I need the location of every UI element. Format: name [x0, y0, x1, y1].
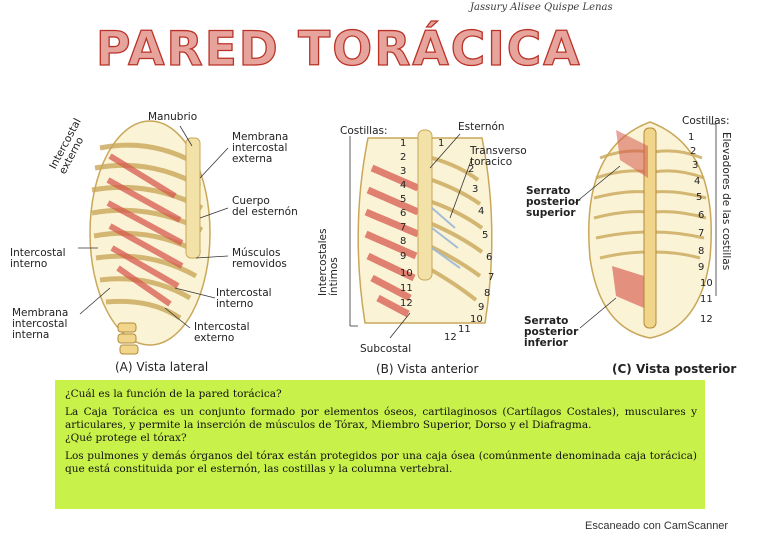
- rib-number-right: 3: [472, 184, 479, 195]
- rib-number-posterior: 2: [690, 146, 697, 157]
- label-intercostales-intimos: Intercostales íntimos: [317, 228, 340, 296]
- label-esternon: Esternón: [458, 121, 505, 133]
- rib-number-right: 8: [484, 288, 491, 299]
- rib-number-left: 6: [400, 208, 407, 219]
- label-subcostal: Subcostal: [360, 343, 412, 355]
- page-title: PARED TORÁCICA: [95, 21, 582, 77]
- rib-number-right: 7: [488, 272, 495, 283]
- label-serrato-posterior-superior: Serrato posterior superior: [526, 185, 581, 219]
- rib-number-left: 2: [400, 152, 407, 163]
- rib-number-posterior: 4: [694, 176, 701, 187]
- rib-number-posterior: 7: [698, 228, 705, 239]
- rib-number-posterior: 1: [688, 132, 695, 143]
- rib-number-right: 6: [486, 252, 493, 263]
- rib-number-posterior: 9: [698, 262, 705, 273]
- label-transverso-toracico: Transverso toracico: [470, 145, 527, 168]
- rib-number-posterior: 3: [692, 160, 699, 171]
- rib-number-left: 5: [400, 194, 407, 205]
- label-membrana-intercostal-externa: Membrana intercostal externa: [232, 131, 289, 165]
- rib-number-right: 11: [458, 324, 471, 335]
- rib-number-left: 8: [400, 236, 407, 247]
- label-intercostal-interno-left: Intercostal interno: [10, 247, 66, 270]
- question-funcion: ¿Cuál es la función de la pared torácica…: [65, 388, 282, 400]
- question-protege: ¿Qué protege el tórax?: [65, 432, 187, 444]
- label-costillas-posterior: Costillas:: [682, 115, 730, 127]
- qa-highlight-box: ¿Cuál es la función de la pared torácica…: [55, 380, 705, 509]
- answer-protege: Los pulmones y demás órganos del tórax e…: [65, 450, 697, 475]
- label-elevadores-costillas: Elevadores de las costillas: [720, 132, 732, 271]
- caption-posterior-view: (C) Vista posterior: [612, 362, 737, 376]
- rib-number-left: 7: [400, 222, 407, 233]
- label-serrato-posterior-inferior: Serrato posterior inferior: [524, 315, 579, 349]
- caption-anterior-view: (B) Vista anterior: [376, 362, 479, 376]
- label-costillas-anterior: Costillas:: [340, 125, 388, 137]
- rib-number-posterior: 10: [700, 278, 713, 289]
- rib-number-left: 9: [400, 251, 407, 262]
- rib-number-left: 3: [400, 166, 407, 177]
- rib-number-right: 1: [438, 138, 445, 149]
- rib-number-left: 1: [400, 138, 407, 149]
- rib-number-right: 10: [470, 314, 483, 325]
- label-intercostal-externo-bottom: Intercostal externo: [194, 321, 250, 344]
- label-intercostal-interno-right: Intercostal interno: [216, 287, 272, 310]
- rib-number-left: 11: [400, 283, 413, 294]
- rib-number-posterior: 5: [696, 192, 703, 203]
- rib-number-posterior: 8: [698, 246, 705, 257]
- rib-number-right: 5: [482, 230, 489, 241]
- rib-number-posterior: 12: [700, 314, 713, 325]
- rib-number-right: 12: [444, 332, 457, 343]
- label-manubrio: Manubrio: [148, 111, 198, 123]
- label-membrana-intercostal-interna: Membrana intercostal interna: [12, 307, 69, 341]
- rib-number-right: 9: [478, 302, 485, 313]
- answer-funcion: La Caja Torácica es un conjunto formado …: [65, 406, 697, 431]
- label-musculos-removidos: Músculos removidos: [232, 247, 287, 270]
- ribcage-lateral-illustration: [78, 120, 229, 355]
- figure-anterior-view: Costillas: Esternón Transverso toracico …: [310, 108, 540, 378]
- label-cuerpo-esternon: Cuerpo del esternón: [232, 195, 298, 218]
- figure-posterior-view: Costillas: Elevadores de las costillas S…: [520, 108, 768, 378]
- rib-number-posterior: 11: [700, 294, 713, 305]
- caption-lateral-view: (A) Vista lateral: [115, 360, 209, 374]
- rib-number-left: 12: [400, 298, 413, 309]
- rib-number-right: 4: [478, 206, 485, 217]
- ribcage-anterior-illustration: [349, 129, 493, 339]
- rib-number-left: 4: [400, 180, 407, 191]
- ribcage-posterior-illustration: [574, 121, 717, 339]
- rib-number-left: 10: [400, 268, 413, 279]
- scanner-watermark: Escaneado con CamScanner: [585, 520, 729, 532]
- author-name: Jassury Alisee Quispe Lenas: [470, 2, 613, 13]
- rib-number-posterior: 6: [698, 210, 705, 221]
- rib-number-right: 2: [468, 164, 475, 175]
- figure-lateral-view: Intercostal externo Manubrio Membrana in…: [0, 108, 300, 378]
